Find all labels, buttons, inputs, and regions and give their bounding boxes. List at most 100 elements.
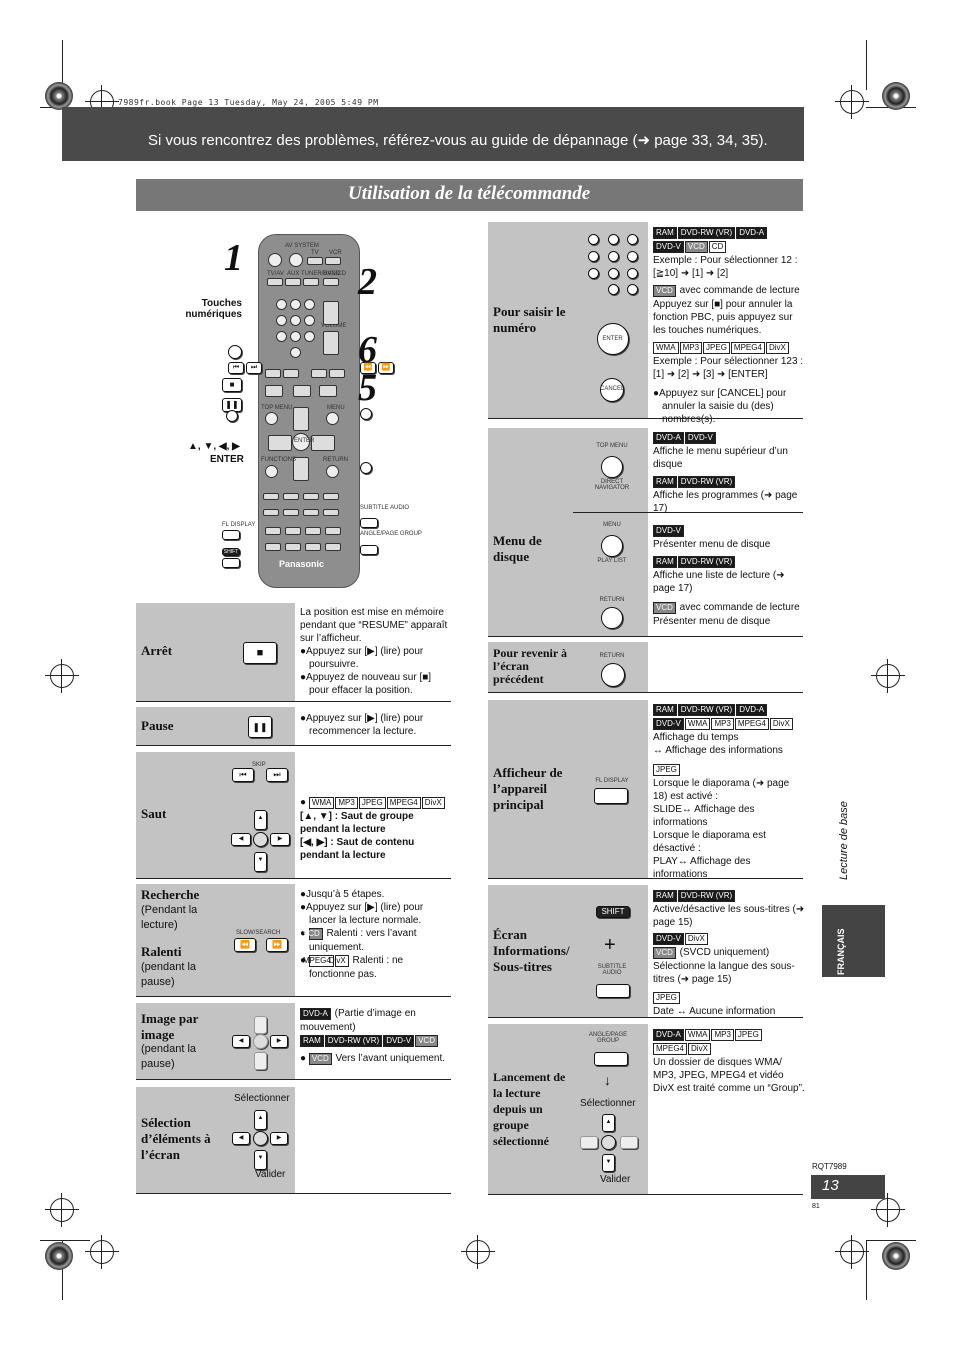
- row-divider: [488, 878, 803, 879]
- desc-line: Date ↔ Aucune information: [653, 1006, 776, 1017]
- digit-key: [627, 251, 638, 262]
- registration-target: [45, 82, 73, 110]
- digit-button: [276, 299, 287, 310]
- tag-ram: RAM: [300, 1035, 324, 1047]
- rewind-key: ⏪: [234, 938, 256, 952]
- desc-line: Ralenti : vers l’avant uniquement.: [309, 928, 417, 953]
- enter-caption: ENTER: [602, 336, 623, 342]
- row-title-arret: Arrêt: [141, 643, 173, 658]
- remote-label: VCR: [329, 250, 342, 256]
- desc-line: ●Appuyez sur [▶] (lire) pour lancer la l…: [300, 902, 424, 926]
- top-menu-caption: TOP MENU: [596, 443, 628, 449]
- source-button: [323, 278, 339, 286]
- tag-dvdv: DVD-V: [653, 933, 684, 945]
- desc-line: La position est mise en mémoire pendant …: [300, 607, 448, 644]
- small-button: [325, 543, 341, 551]
- tag-jpeg: JPEG: [653, 992, 680, 1004]
- tag-mpeg4: MPEG4: [653, 1043, 688, 1055]
- forward-icon: ⏩: [378, 362, 394, 374]
- right-arrow-button: [311, 435, 335, 451]
- select-label: Sélectionner: [234, 1093, 290, 1104]
- tag-dvdrw: DVD-RW (VR): [677, 476, 736, 488]
- down-key: ▼: [254, 1150, 267, 1170]
- remote-label: VOLUME: [321, 323, 347, 329]
- digit-button: [276, 331, 287, 342]
- digit-button: [304, 299, 315, 310]
- desc-line: ●Jusqu’à 5 étapes.: [300, 889, 385, 900]
- desc-line: ●Appuyez sur [▶] (lire) pour recommencer…: [300, 713, 424, 737]
- subtitle-audio-caption: SUBTITLE AUDIO: [597, 964, 627, 976]
- stop-button: [265, 385, 283, 397]
- page-number: 13: [822, 1177, 839, 1194]
- language-tab: [822, 905, 885, 977]
- top-menu-button: [265, 412, 278, 425]
- row-sub: (pendant la pause): [141, 961, 197, 988]
- return-caption: RETURN: [599, 653, 625, 659]
- skip-forward-key: ⏭: [266, 768, 288, 782]
- tag-dvdv: DVD-V: [653, 241, 684, 253]
- digit-button: [290, 331, 301, 342]
- tag-jpeg: JPEG: [358, 797, 386, 809]
- row-desc-pause: ●Appuyez sur [▶] (lire) pour recommencer…: [300, 712, 452, 738]
- digit-button: [290, 315, 301, 326]
- digit-button: [304, 331, 315, 342]
- tag-divx: DivX: [688, 1043, 711, 1055]
- small-button: [303, 509, 319, 516]
- desc-line: Lorsque le diaporama est désactivé :: [653, 830, 766, 854]
- brand-logo: Panasonic: [279, 559, 325, 569]
- tag-wma: WMA: [684, 718, 711, 730]
- desc-line: Active/désactive les sous-titres (➜ page…: [653, 904, 805, 928]
- tag-wma: WMA: [308, 797, 335, 809]
- small-button: [323, 509, 339, 516]
- skip-back-icon: ⏮: [228, 362, 244, 374]
- play-list-caption: PLAY LIST: [597, 558, 627, 564]
- rewind-icon: ⏪: [360, 362, 376, 374]
- tag-ram: RAM: [653, 556, 677, 568]
- remote-label: MENU: [327, 405, 345, 411]
- digit-key: [608, 251, 619, 262]
- validate-label: Valider: [600, 1174, 631, 1185]
- digit-key: [588, 268, 599, 279]
- desc-line: Saut de contenu pendant la lecture: [300, 837, 415, 861]
- skip-forward-icon: ⏭: [246, 362, 262, 374]
- row-panel: [488, 428, 648, 636]
- return-key: [601, 607, 623, 629]
- up-arrow-button: [293, 407, 309, 431]
- desc-line: Affichage du temps: [653, 732, 739, 743]
- source-button: [303, 278, 319, 286]
- desc-line: avec commande de lecture: [679, 285, 800, 296]
- source-button: [285, 278, 301, 286]
- pause-button: [293, 385, 311, 397]
- top-menu-key: [601, 456, 623, 478]
- small-button: [283, 509, 299, 516]
- stop-key: ■: [243, 642, 277, 664]
- page-number-box: [811, 1175, 885, 1199]
- row-divider: [488, 1194, 803, 1195]
- skip-button: [265, 369, 281, 378]
- tag-vcd: VCD: [653, 947, 676, 959]
- return-button: [326, 465, 339, 478]
- desc-line: Un dossier de disques WMA/ MP3, JPEG, MP…: [653, 1057, 805, 1094]
- row-title-saut: Saut: [141, 806, 167, 821]
- source-button: [267, 278, 283, 286]
- validate-label: Valider: [255, 1169, 286, 1180]
- row-divider: [488, 692, 803, 693]
- remote-label: TV/AV: [267, 271, 284, 277]
- digit-key: [627, 234, 638, 245]
- digit-key: [627, 268, 638, 279]
- fl-display-icon: [222, 530, 240, 540]
- row-panel: [136, 1087, 295, 1193]
- right-key: ▶: [270, 833, 290, 846]
- fl-display-key: [594, 788, 628, 804]
- desc-line: ●Appuyez sur [CANCEL] pour annuler la sa…: [653, 388, 787, 425]
- tag-dvdrw: DVD-RW (VR): [677, 556, 736, 568]
- pause-key: ❚❚: [248, 716, 272, 738]
- subtitle-audio-key: [596, 984, 630, 998]
- desc-line: PLAY↔ Affichage des informations: [653, 856, 751, 880]
- small-button: [285, 543, 301, 551]
- crop-mark: [62, 40, 63, 90]
- tag-dvda: DVD-A: [653, 432, 684, 444]
